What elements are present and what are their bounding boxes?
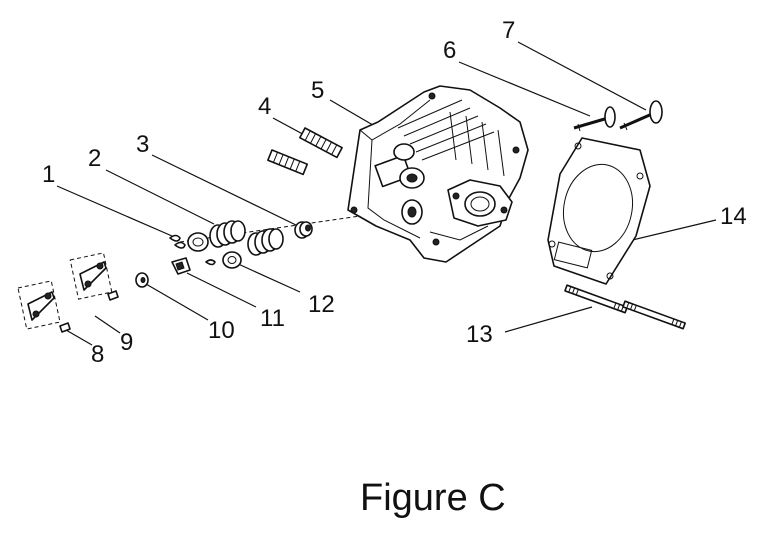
part-valve-stem-seal — [294, 221, 313, 239]
callout-9: 9 — [120, 329, 133, 356]
leader-6 — [458, 61, 591, 117]
callout-labels: 1 2 3 4 5 6 7 8 9 10 11 12 13 14 — [42, 17, 747, 368]
leader-13 — [504, 306, 593, 333]
part-exhaust-valve — [619, 100, 663, 131]
part-spring-seat — [222, 251, 242, 269]
callout-8: 8 — [91, 341, 104, 368]
leader-lines — [56, 41, 717, 346]
leader-3 — [151, 154, 299, 227]
callout-11: 11 — [260, 305, 285, 332]
leader-7 — [517, 41, 647, 111]
callout-4: 4 — [258, 93, 271, 120]
part-rocker-arms — [17, 252, 113, 330]
callout-13: 13 — [466, 321, 493, 348]
part-studs — [564, 284, 686, 330]
leader-1 — [56, 185, 173, 237]
figure-caption: Figure C — [360, 477, 506, 519]
part-rocker-pivot — [135, 272, 149, 288]
callout-12: 12 — [308, 291, 335, 318]
callout-14: 14 — [720, 203, 747, 230]
leader-5 — [329, 99, 379, 129]
leader-11 — [186, 272, 257, 308]
part-valve-guides — [267, 127, 343, 176]
callout-7: 7 — [502, 17, 515, 44]
leader-14 — [619, 219, 717, 244]
callout-2: 2 — [88, 145, 101, 172]
callout-3: 3 — [136, 131, 149, 158]
leader-8 — [65, 329, 93, 346]
leader-10 — [145, 283, 209, 321]
callout-5: 5 — [311, 77, 324, 104]
callout-10: 10 — [208, 317, 235, 344]
leader-12 — [235, 262, 301, 293]
part-head-gasket — [547, 137, 651, 285]
part-valve-keepers — [169, 234, 216, 266]
part-cylinder-head — [347, 85, 529, 263]
part-push-rod-guide — [171, 257, 191, 275]
part-intake-valve — [573, 106, 616, 132]
part-valve-retainer — [187, 232, 209, 252]
part-valve-spring-exhaust — [247, 228, 284, 256]
callout-6: 6 — [443, 37, 456, 64]
leader-9 — [94, 315, 121, 334]
part-valve-spring-intake — [209, 220, 246, 248]
part-rocker-adjusters — [59, 290, 119, 333]
leader-2 — [105, 169, 215, 225]
callout-1: 1 — [42, 161, 55, 188]
